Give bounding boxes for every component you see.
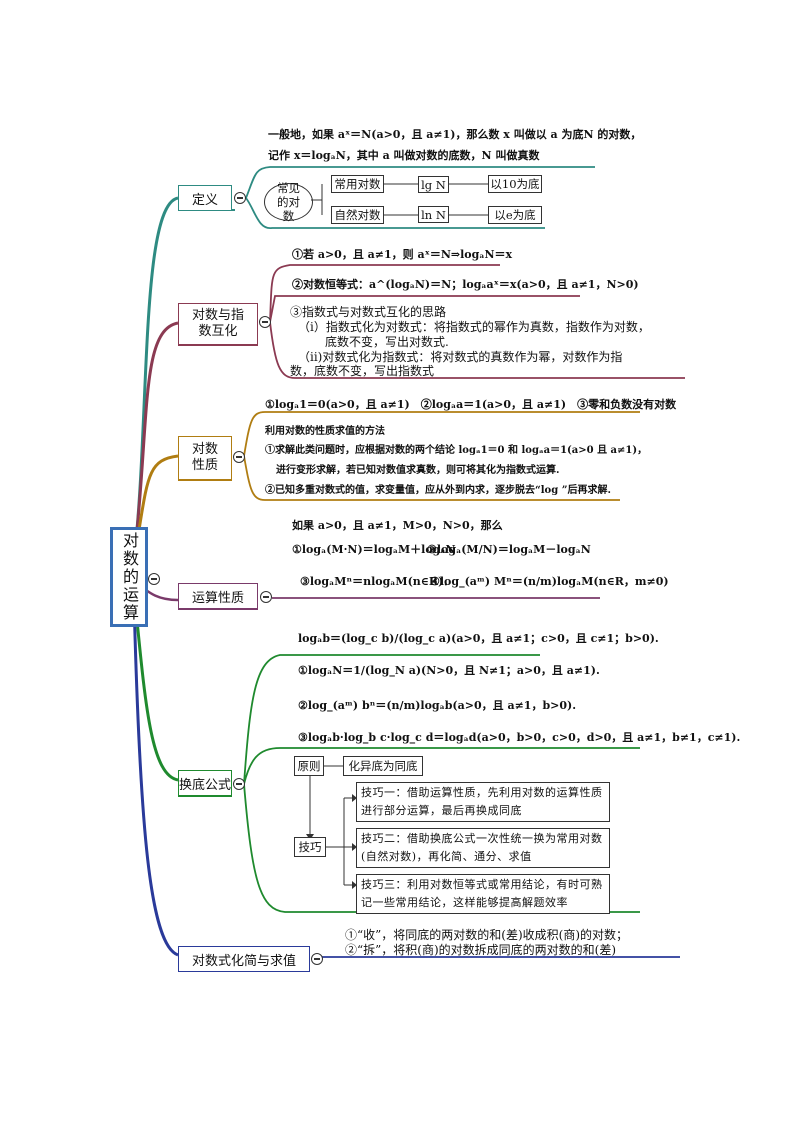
log-exp-item3-i: （i）指数式化为对数式：将指数式的幂作为真数，指数作为对数， bbox=[298, 320, 650, 334]
node-simplify-label: 对数式化简与求值 bbox=[191, 953, 296, 969]
principle-label: 原则 bbox=[297, 759, 321, 773]
change-formula2: ②log_(aᵐ) bⁿ＝(n/m)logₐb(a>0，且 a≠1，b>0). bbox=[298, 699, 577, 712]
log-exp-item2: ②对数恒等式：a^(logₐN)＝N；logₐaˣ＝x(a>0，且 a≠1，N>… bbox=[292, 278, 639, 291]
branch-log-exp bbox=[132, 321, 179, 561]
ln-box: ln N bbox=[418, 206, 449, 223]
branch-change bbox=[132, 589, 179, 782]
skills-label: 技巧 bbox=[298, 840, 322, 854]
log-exp-item3-ii2: 数，底数不变，写出指数式 bbox=[290, 364, 435, 378]
principle-text-box: 化异底为同底 bbox=[343, 756, 423, 776]
log-exp-collapse-icon[interactable] bbox=[259, 316, 271, 328]
common-logs-oval: 常见的对数 bbox=[264, 181, 313, 223]
log-exp-item3-title: ③指数式与对数式互化的思路 bbox=[290, 305, 447, 319]
log-props-line3: ①求解此类问题时，应根据对数的两个结论 logₐ1＝0 和 logₐa＝1(a>… bbox=[265, 445, 648, 456]
skill2-text: 技巧二：借助换底公式一次性统一换为常用对数(自然对数)，再化简、通分、求值 bbox=[361, 832, 603, 863]
node-log-props-label: 对数性质 bbox=[191, 442, 218, 473]
ops-formula4: ④log_(aᵐ) Mⁿ＝(n/m)logₐM(n∈R，m≠0) bbox=[430, 575, 669, 588]
node-change[interactable]: 换底公式 bbox=[178, 770, 232, 796]
skills-box: 技巧 bbox=[294, 837, 326, 857]
simplify-line1: ①“收”，将同底的两对数的和(差)收成积(商)的对数； bbox=[345, 928, 628, 942]
principle-box: 原则 bbox=[294, 756, 324, 776]
log-props-line1: ①logₐ1＝0(a>0，且 a≠1) ②logₐa＝1(a>0，且 a≠1) … bbox=[265, 398, 677, 411]
base10-label: 以10为底 bbox=[490, 177, 540, 191]
ops-condition: 如果 a>0，且 a≠1，M>0，N>0，那么 bbox=[292, 519, 503, 532]
skill2-box: 技巧二：借助换底公式一次性统一换为常用对数(自然对数)，再化简、通分、求值 bbox=[356, 828, 610, 868]
lg-box: lg N bbox=[418, 176, 449, 193]
log-exp-item1: ①若 a>0，且 a≠1，则 aˣ＝N⇒logₐN＝x bbox=[292, 248, 513, 261]
change-formula1: ①logₐN＝1/(log_N a)(N>0，且 N≠1；a>0，且 a≠1). bbox=[298, 664, 600, 677]
log-exp-item3-ii: （ii)对数式化为指数式：将对数式的真数作为幂，对数作为指 bbox=[298, 350, 623, 364]
log-props-line4: 进行变形求解，若已知对数值求真数，则可将其化为指数式运算. bbox=[276, 465, 560, 476]
node-log-props[interactable]: 对数性质 bbox=[178, 436, 232, 480]
natural-log-box: 自然对数 bbox=[331, 206, 384, 224]
definition-line2: 记作 x＝logₐN，其中 a 叫做对数的底数，N 叫做真数 bbox=[268, 149, 540, 162]
definition-collapse-icon[interactable] bbox=[234, 192, 246, 204]
base-e-box: 以e为底 bbox=[488, 206, 542, 224]
base-e-label: 以e为底 bbox=[494, 208, 536, 222]
simplify-line2: ②“拆”，将积(商)的对数拆成同底的两对数的和(差) bbox=[345, 943, 616, 957]
root-label: 对数的运算 bbox=[120, 532, 139, 622]
node-definition-label: 定义 bbox=[191, 192, 218, 208]
ops-formula2: ②logₐ(M/N)＝logₐM－logₐN bbox=[427, 543, 591, 556]
change-formula0: logₐb＝(log_c b)/(log_c a)(a>0，且 a≠1；c>0，… bbox=[298, 632, 659, 645]
ops-formula3: ③logₐMⁿ＝nlogₐM(n∈R)． bbox=[300, 575, 455, 588]
branch-simplify bbox=[132, 599, 179, 957]
root-node[interactable]: 对数的运算 bbox=[110, 527, 148, 627]
log-props-line2: 利用对数的性质求值的方法 bbox=[265, 426, 385, 437]
log-exp-item3-i2: 底数不变，写出对数式. bbox=[325, 335, 449, 349]
log-props-collapse-icon[interactable] bbox=[233, 451, 245, 463]
node-simplify[interactable]: 对数式化简与求值 bbox=[178, 946, 310, 972]
skill3-text: 技巧三：利用对数恒等式或常用结论，有时可熟记一些常用结论，这样能够提高解题效率 bbox=[361, 878, 603, 909]
node-log-exp[interactable]: 对数与指数互化 bbox=[178, 303, 258, 345]
simplify-collapse-icon[interactable] bbox=[311, 953, 323, 965]
definition-line1: 一般地，如果 aˣ＝N(a>0，且 a≠1)，那么数 x 叫做以 a 为底N 的… bbox=[268, 128, 642, 141]
log-props-line5: ②已知多重对数式的值，求变量值，应从外到内求，逐步脱去“log ”后再求解. bbox=[265, 485, 611, 496]
common-log-label: 常用对数 bbox=[334, 177, 381, 191]
node-change-label: 换底公式 bbox=[179, 777, 232, 793]
skill3-box: 技巧三：利用对数恒等式或常用结论，有时可熟记一些常用结论，这样能够提高解题效率 bbox=[356, 874, 610, 914]
root-collapse-icon[interactable] bbox=[148, 573, 160, 585]
change-formula3: ③logₐb·log_b c·log_c d＝logₐd(a>0，b>0，c>0… bbox=[298, 731, 741, 744]
node-ops[interactable]: 运算性质 bbox=[178, 583, 258, 609]
change-collapse-icon[interactable] bbox=[233, 778, 245, 790]
common-logs-label: 常见的对数 bbox=[277, 181, 300, 223]
ops-formula1: ①logₐ(M·N)＝logₐM＋logₐN bbox=[292, 543, 456, 556]
base10-box: 以10为底 bbox=[488, 175, 542, 193]
node-log-exp-label: 对数与指数互化 bbox=[191, 308, 244, 339]
skill1-box: 技巧一：借助运算性质，先利用对数的运算性质进行部分运算，最后再换成同底 bbox=[356, 782, 610, 822]
ln-label: ln N bbox=[421, 207, 446, 222]
ops-collapse-icon[interactable] bbox=[260, 591, 272, 603]
lg-label: lg N bbox=[421, 177, 446, 192]
natural-log-label: 自然对数 bbox=[334, 208, 381, 222]
node-definition[interactable]: 定义 bbox=[178, 185, 232, 211]
skill1-text: 技巧一：借助运算性质，先利用对数的运算性质进行部分运算，最后再换成同底 bbox=[361, 786, 603, 817]
principle-text-label: 化异底为同底 bbox=[348, 759, 418, 773]
node-ops-label: 运算性质 bbox=[191, 590, 244, 606]
common-log-box: 常用对数 bbox=[331, 175, 384, 193]
